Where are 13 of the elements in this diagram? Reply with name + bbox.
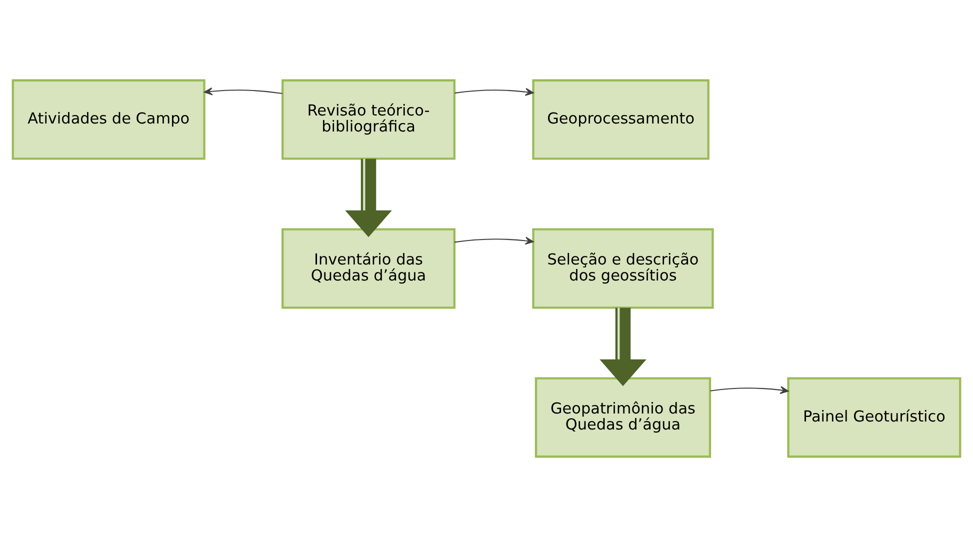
node-box: Seleção e descrição dos geossítios [532,228,714,309]
arrow [454,236,534,245]
node-box: Geopatrimônio das Quedas d’água [534,377,712,458]
arrow [600,308,646,386]
node-box: Inventário das Quedas d’água [282,228,456,309]
node-box: Painel Geoturístico [787,377,962,458]
node-box: Geoprocessamento [532,79,710,160]
arrow [710,386,789,394]
arrow [345,158,392,238]
arrow [454,88,534,96]
arrow [204,87,282,96]
node-box: Atividades de Campo [12,79,206,160]
node-box: Revisão teórico-bibliográfica [282,79,456,160]
